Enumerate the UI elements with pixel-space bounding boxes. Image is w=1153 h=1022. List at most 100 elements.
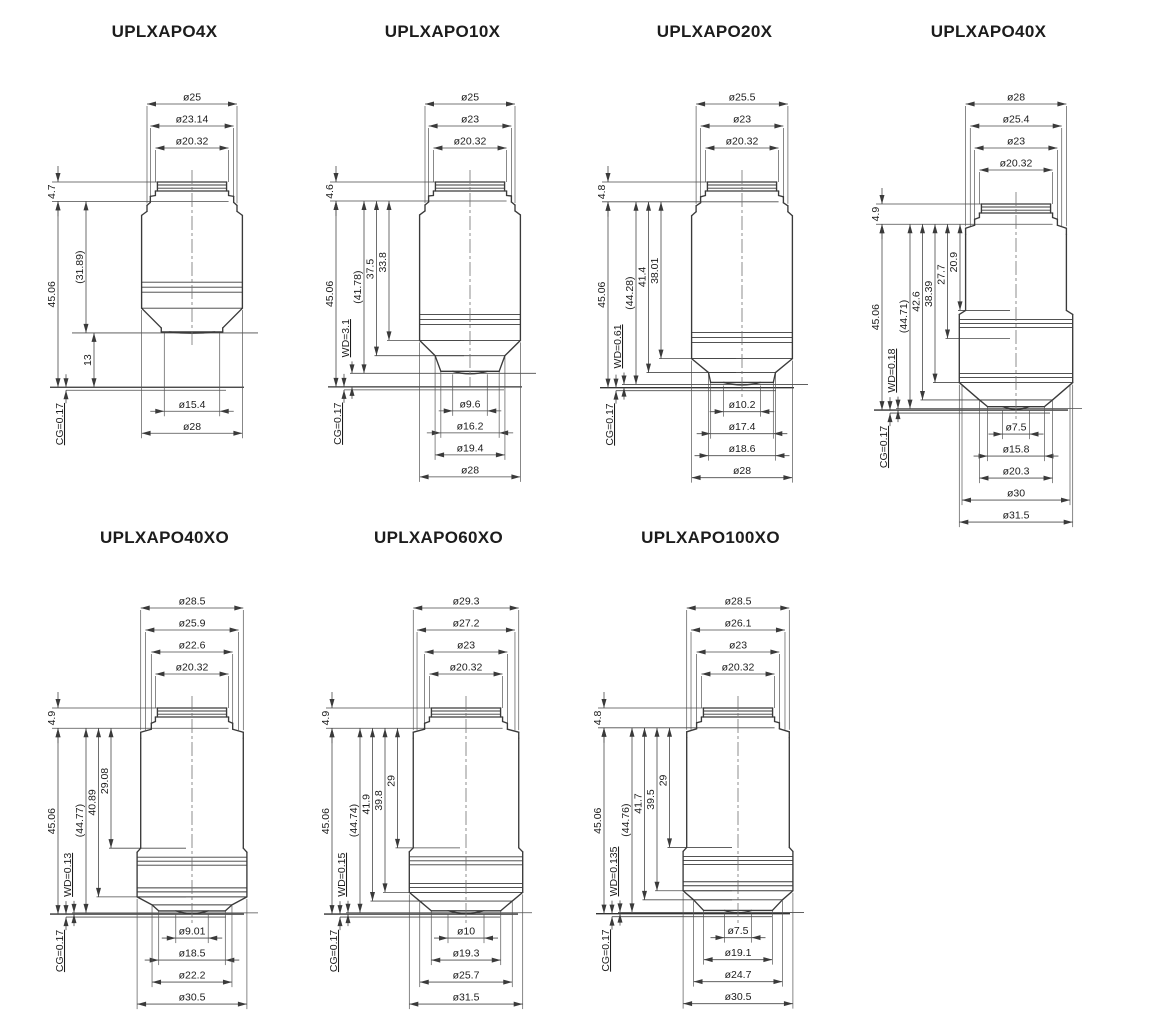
top-diameter-label: ø25 [183,92,201,104]
cover-glass-dim-label: CG=0.17 [328,930,340,972]
top-diameter-label: ø29.3 [453,596,480,608]
top-diameter-label: ø20.32 [176,662,209,674]
top-diameter-label: ø25.5 [729,92,756,104]
working-distance-label: WD=0.135 [608,846,620,896]
dimension-drawing: ø25.5ø23ø20.32ø10.2ø17.4ø18.6ø284.845.06… [596,92,808,483]
top-diameter-label: ø25.9 [179,618,206,630]
top-diameter-label: ø20.32 [726,136,759,148]
height-dim-label: 4.9 [320,711,332,726]
feature-dim-label: 27.7 [936,264,948,285]
bottom-diameter-label: ø9.6 [459,398,480,410]
dimension-drawing: ø25ø23ø20.32ø9.6ø16.2ø19.4ø284.645.06WD=… [324,92,536,482]
ref-dim-label: (44.77) [74,804,86,837]
feature-dim-label: 39.5 [645,789,657,810]
feature-dim-label: 29 [386,775,398,787]
top-diameter-label: ø23 [733,114,751,126]
working-distance-label: WD=0.18 [886,348,898,392]
top-diameter-label: ø20.32 [722,662,755,674]
parfocal-dim-label: 45.06 [324,281,336,307]
bottom-diameter-label: ø16.2 [457,420,484,432]
parfocal-dim-label: 45.06 [46,281,58,307]
top-diameter-label: ø23 [461,114,479,126]
bottom-diameter-label: ø19.1 [725,947,752,959]
bottom-diameter-label: ø9.01 [179,926,206,938]
working-distance-label: WD=0.13 [62,853,74,897]
ref-dim-label: (44.71) [898,300,910,333]
bottom-diameter-label: ø18.5 [179,948,206,960]
feature-dim-label: 29.08 [99,768,111,794]
dimension-drawing: ø28.5ø26.1ø23ø20.32ø7.5ø19.1ø24.7ø30.54.… [592,596,804,1009]
top-diameter-label: ø20.32 [454,136,487,148]
bottom-diameter-label: ø20.3 [1003,466,1030,478]
feature-dim-label: 40.89 [87,789,99,815]
bottom-diameter-label: ø30.5 [725,991,752,1003]
bottom-diameter-label: ø28 [183,421,201,433]
bottom-diameter-label: ø22.2 [179,970,206,982]
bottom-diameter-label: ø15.8 [1003,444,1030,456]
parfocal-dim-label: 45.06 [592,807,604,833]
height-dim-label: 4.9 [46,711,58,726]
dimension-drawing: ø28ø25.4ø23ø20.32ø7.5ø15.8ø20.3ø30ø31.54… [870,92,1082,528]
feature-dim-label: 41.9 [361,794,373,815]
feature-dim-label: 42.6 [911,291,923,312]
height-dim-label: 4.8 [592,710,604,725]
bottom-diameter-label: ø30 [1007,488,1025,500]
top-diameter-label: ø25 [461,92,479,104]
feature-dim-label: 37.5 [365,259,377,280]
top-diameter-label: ø27.2 [453,618,480,630]
objective-title: UPLXAPO40XO [100,528,229,547]
bottom-diameter-label: ø15.4 [179,399,206,411]
height-dim-label: 4.8 [596,184,608,199]
bottom-diameter-label: ø19.3 [453,948,480,960]
top-diameter-label: ø20.32 [1000,158,1033,170]
bottom-diameter-label: ø7.5 [1005,422,1026,434]
cover-glass-dim-label: CG=0.17 [878,426,890,468]
feature-dim-label: 29 [658,774,670,786]
bottom-diameter-label: ø28 [733,465,751,477]
top-diameter-label: ø23 [457,640,475,652]
feature-dim-label: 38.39 [923,281,935,307]
cover-glass-dim-label: CG=0.17 [332,402,344,444]
top-diameter-label: ø28.5 [725,596,752,608]
top-diameter-label: ø26.1 [725,618,752,630]
ref-dim-label: (44.76) [620,803,632,836]
parfocal-dim-label: 45.06 [320,808,332,834]
bottom-diameter-label: ø18.6 [729,443,756,455]
ref-dim-label: (44.74) [348,804,360,837]
top-diameter-label: ø23.14 [176,114,209,126]
bottom-diameter-label: ø31.5 [1003,510,1030,522]
parfocal-dim-label: 45.06 [46,808,58,834]
bottom-diameter-label: ø17.4 [729,421,756,433]
working-distance-label: WD=3.1 [340,319,352,357]
ref-dim-label: (44.28) [624,276,636,309]
bottom-diameter-label: ø10 [457,926,475,938]
bottom-diameter-label: ø30.5 [179,992,206,1004]
bottom-diameter-label: ø25.7 [453,970,480,982]
bottom-diameter-label: ø24.7 [725,969,752,981]
ref-dim-label: (31.89) [74,251,86,284]
objective-title: UPLXAPO10X [384,22,501,41]
bottom-diameter-label: ø19.4 [457,442,484,454]
cover-glass-dim-label: CG=0.17 [54,930,66,972]
working-distance-label: WD=0.15 [336,853,348,897]
feature-dim-label: 38.01 [649,257,661,283]
parfocal-dim-label: 45.06 [596,281,608,307]
objective-title: UPLXAPO100XO [641,528,780,547]
top-diameter-label: ø28 [1007,92,1025,104]
feature-dim-label: 41.7 [633,793,645,814]
top-diameter-label: ø23 [729,640,747,652]
dimension-drawing: ø28.5ø25.9ø22.6ø20.32ø9.01ø18.5ø22.2ø30.… [46,596,258,1010]
cover-glass-dim-label: CG=0.17 [54,403,66,445]
objective-title: UPLXAPO20X [656,22,773,41]
dimension-drawing: ø29.3ø27.2ø23ø20.32ø10ø19.3ø25.7ø31.54.9… [320,596,532,1010]
height-dim-label: 4.7 [46,184,58,199]
feature-dim-label: 41.4 [637,267,649,288]
top-diameter-label: ø20.32 [176,136,209,148]
